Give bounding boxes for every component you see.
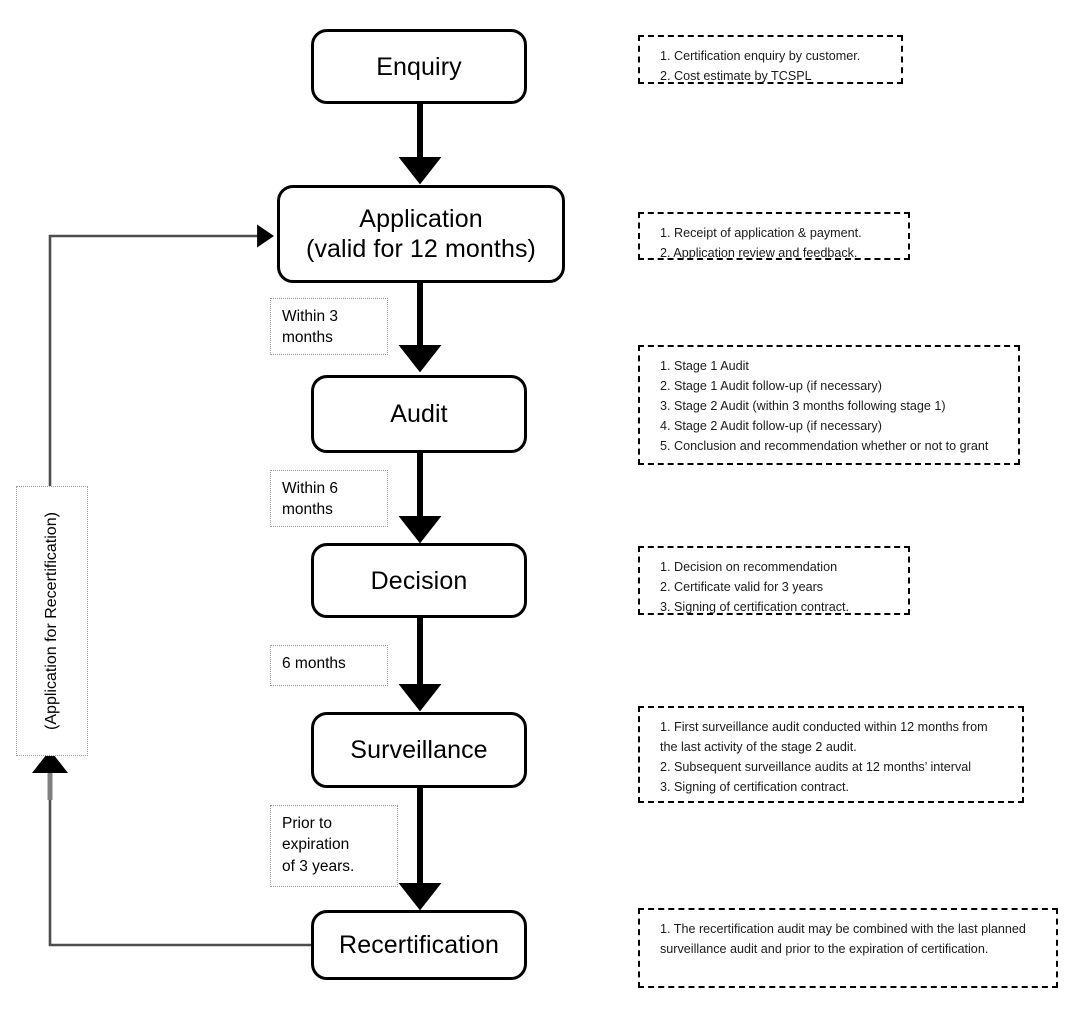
note-box-application: 1. Receipt of application & payment. 2. … (638, 212, 910, 260)
note-box-recertification: 1. The recertification audit may be comb… (638, 908, 1058, 988)
note-text-enquiry: 1. Certification enquiry by customer. 2.… (660, 49, 861, 83)
note-box-surveillance: 1. First surveillance audit conducted wi… (638, 706, 1024, 803)
note-text-recertification: 1. The recertification audit may be comb… (660, 922, 1026, 956)
timing-label-within-6-months: Within 6 months (270, 470, 388, 527)
process-box-decision[interactable]: Decision (311, 543, 527, 618)
process-box-recertification[interactable]: Recertification (311, 910, 527, 980)
loop-label-text: (Application for Recertification) (43, 512, 60, 730)
note-text-application: 1. Receipt of application & payment. 2. … (660, 226, 862, 260)
note-text-audit: 1. Stage 1 Audit 2. Stage 1 Audit follow… (660, 359, 989, 453)
process-box-surveillance[interactable]: Surveillance (311, 712, 527, 788)
timing-text-3: 6 months (282, 655, 346, 672)
process-box-enquiry[interactable]: Enquiry (311, 29, 527, 104)
note-box-decision: 1. Decision on recommendation 2. Certifi… (638, 546, 910, 615)
timing-text-2: Within 6 months (282, 480, 338, 519)
process-label-audit: Audit (390, 400, 448, 428)
timing-text-4: Prior to expiration of 3 years. (282, 815, 355, 875)
note-text-decision: 1. Decision on recommendation 2. Certifi… (660, 560, 850, 614)
note-box-enquiry: 1. Certification enquiry by customer. 2.… (638, 35, 903, 84)
process-label-recertification: Recertification (339, 931, 499, 959)
process-box-audit[interactable]: Audit (311, 375, 527, 453)
loop-label-application-for-recertification: (Application for Recertification) (16, 486, 88, 756)
process-label-surveillance: Surveillance (350, 736, 488, 764)
process-label-enquiry: Enquiry (376, 52, 462, 81)
timing-label-prior-to-expiration: Prior to expiration of 3 years. (270, 805, 398, 887)
timing-label-6-months: 6 months (270, 645, 388, 686)
process-label-application: Application (valid for 12 months) (306, 205, 536, 263)
note-text-surveillance: 1. First surveillance audit conducted wi… (660, 720, 988, 794)
timing-text-1: Within 3 months (282, 308, 338, 347)
note-box-audit: 1. Stage 1 Audit 2. Stage 1 Audit follow… (638, 345, 1020, 465)
process-label-decision: Decision (370, 566, 468, 595)
timing-label-within-3-months: Within 3 months (270, 298, 388, 355)
process-box-application[interactable]: Application (valid for 12 months) (277, 185, 565, 283)
